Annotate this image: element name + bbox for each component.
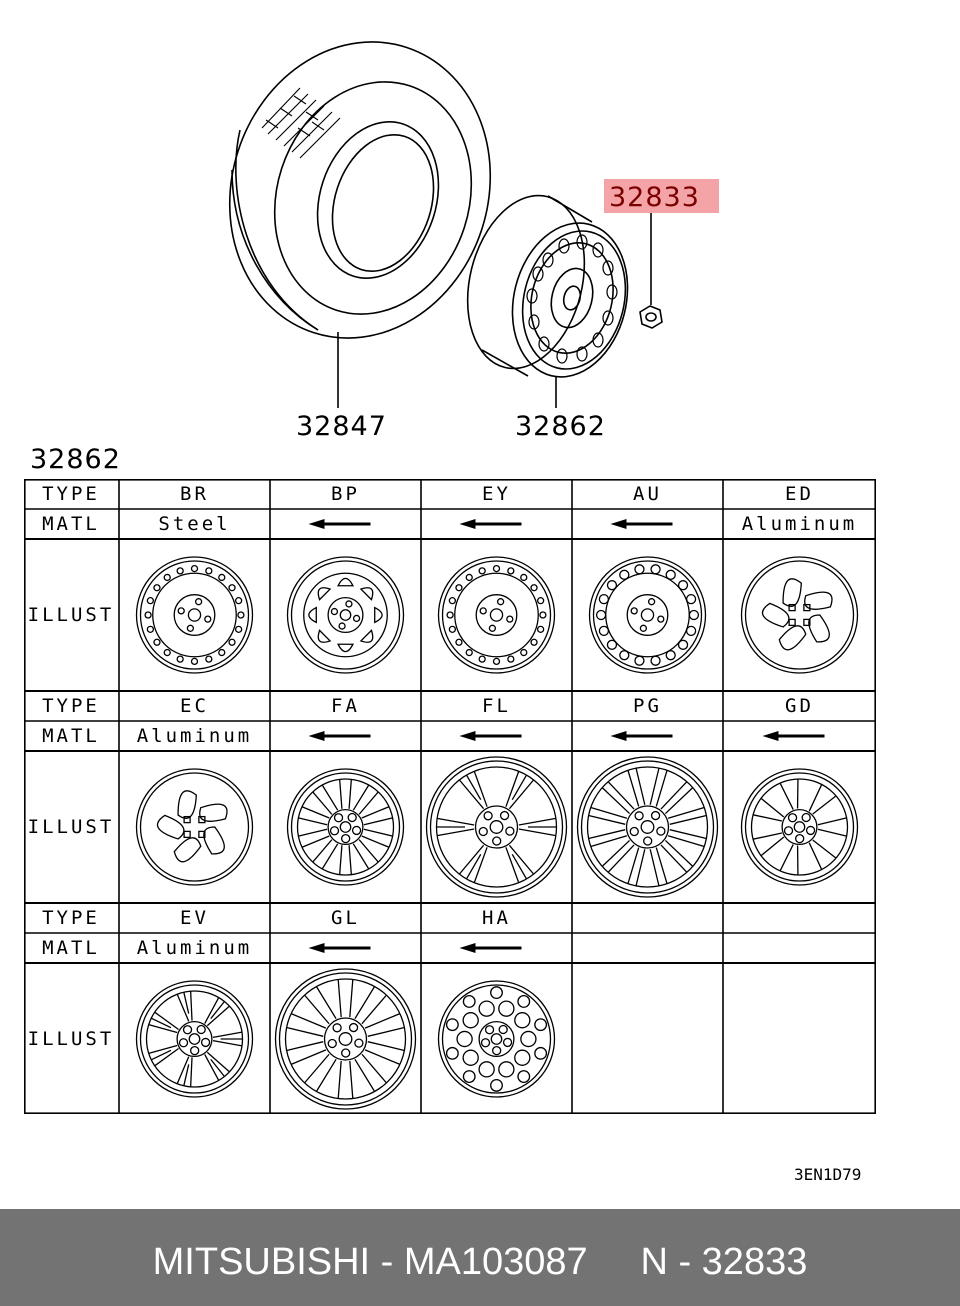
material-label: Aluminum [137, 937, 253, 959]
type-code: ED [785, 483, 814, 505]
alloy-split-spoke-icon [425, 756, 568, 898]
steel-holes-large-icon [588, 556, 707, 674]
type-code: GL [331, 907, 360, 929]
steel-holes-icon [135, 556, 254, 674]
parts-diagram [228, 41, 663, 408]
type-code: HA [482, 907, 511, 929]
row-label-matl: MATL [42, 725, 100, 747]
same-as-left-arrow-icon [610, 519, 673, 529]
alloy-mesh-icon [437, 980, 556, 1098]
row-label-illust: ILLUST [28, 1028, 115, 1050]
alloy-swirl-icon [740, 556, 859, 674]
alloy-10-spoke-icon [274, 968, 417, 1110]
alloy-swirl-icon [135, 768, 254, 886]
part-banner [0, 1209, 960, 1306]
row-label-illust: ILLUST [28, 816, 115, 838]
type-code: EY [482, 483, 511, 505]
material-label: Aluminum [742, 513, 858, 535]
tire-illustration [228, 41, 492, 408]
alloy-10-spoke-icon [286, 768, 405, 886]
callout-wheel[interactable]: 32862 [515, 411, 606, 442]
type-code: FA [331, 695, 360, 717]
same-as-left-arrow-icon [308, 731, 371, 741]
type-code: BR [180, 483, 209, 505]
steel-holes-icon [437, 556, 556, 674]
same-as-left-arrow-icon [459, 519, 522, 529]
callout-nut[interactable]: 32833 [609, 182, 700, 213]
same-as-left-arrow-icon [762, 731, 825, 741]
type-code: PG [633, 695, 662, 717]
material-label: Aluminum [137, 725, 253, 747]
wheel-illustration [466, 194, 629, 408]
row-label-type: TYPE [42, 695, 100, 717]
callout-tire[interactable]: 32847 [296, 411, 387, 442]
type-code: BP [331, 483, 360, 505]
part-banner-text: MITSUBISHI - MA103087 N - 32833 [152, 1241, 808, 1283]
row-label-matl: MATL [42, 513, 100, 535]
same-as-left-arrow-icon [308, 943, 371, 953]
type-code: AU [633, 483, 662, 505]
same-as-left-arrow-icon [459, 731, 522, 741]
type-code: EV [180, 907, 209, 929]
lug-nut-illustration [639, 213, 663, 329]
same-as-left-arrow-icon [308, 519, 371, 529]
table-grid [24, 479, 876, 1114]
alloy-12-spoke-icon [576, 756, 719, 898]
same-as-left-arrow-icon [610, 731, 673, 741]
alloy-double-spoke-icon [135, 980, 254, 1098]
steel-slots-icon [286, 556, 405, 674]
material-label: Steel [158, 513, 230, 535]
table-title: 32862 [30, 444, 121, 475]
same-as-left-arrow-icon [459, 943, 522, 953]
type-code: FL [482, 695, 511, 717]
callout-highlight [604, 179, 719, 213]
type-code: EC [180, 695, 209, 717]
diagram-code: 3EN1D79 [794, 1165, 862, 1184]
row-label-illust: ILLUST [28, 604, 115, 626]
row-label-type: TYPE [42, 483, 100, 505]
row-label-type: TYPE [42, 907, 100, 929]
row-label-matl: MATL [42, 937, 100, 959]
alloy-7-spoke-icon [740, 768, 859, 886]
type-code: GD [785, 695, 814, 717]
